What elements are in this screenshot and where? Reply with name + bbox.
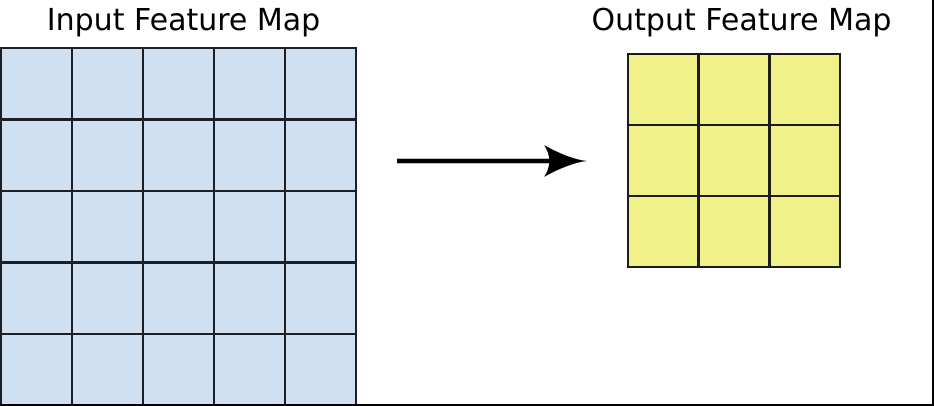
grid-cell [73,335,142,404]
grid-cell [73,49,142,118]
grid-cell [286,49,355,118]
grid-cell [144,263,213,333]
grid-cell [699,197,769,266]
grid-cell [2,192,71,261]
grid-cell [144,335,213,404]
grid-cell [770,197,839,266]
grid-cell [629,126,698,195]
grid-cell [629,55,698,124]
grid-cell [215,335,284,404]
figure-border-right [932,0,934,406]
grid-cell [215,192,284,261]
input-feature-map-grid [0,47,357,406]
grid-cell [144,192,213,261]
grid-cell [286,335,355,404]
grid-cell [286,263,355,333]
grid-cell [629,197,698,266]
grid-cell [73,263,142,333]
grid-cell [215,263,284,333]
grid-cell [770,55,839,124]
grid-cell [770,126,839,195]
grid-cell [286,192,355,261]
grid-cell [2,120,71,190]
input-feature-map-title: Input Feature Map [46,3,321,38]
output-feature-map-grid [627,53,841,268]
grid-cell [73,120,142,190]
figure-border-bottom [0,403,934,406]
grid-cell [2,335,71,404]
grid-cell [144,120,213,190]
grid-cell [2,263,71,333]
grid-cell [73,192,142,261]
grid-cell [699,126,769,195]
grid-cell [286,120,355,190]
grid-cell [215,120,284,190]
grid-cell [215,49,284,118]
grid-cell [2,49,71,118]
grid-cell [144,49,213,118]
grid-cell [699,55,769,124]
output-feature-map-title: Output Feature Map [591,3,892,38]
